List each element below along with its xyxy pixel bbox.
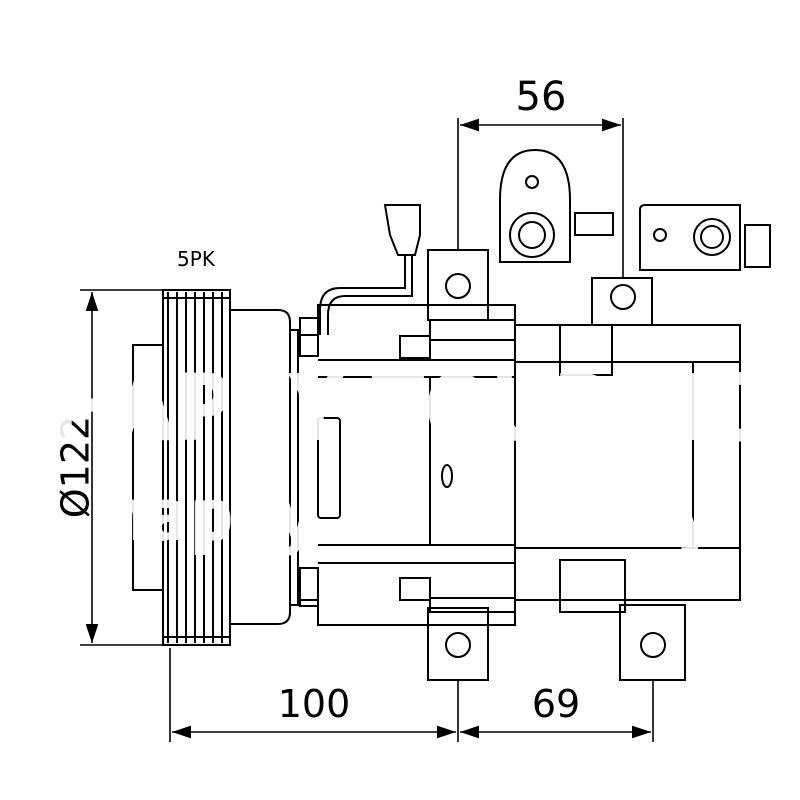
connector xyxy=(383,204,421,256)
clutch-coil xyxy=(229,309,291,625)
watermark-line1: HAPPY TOURING xyxy=(50,355,770,462)
mount-lug-bottom-rear xyxy=(619,604,686,681)
compressor-body xyxy=(132,148,771,681)
dimension-69-label: 69 xyxy=(532,682,580,726)
dimension-diameter-label: Ø122 xyxy=(54,416,98,518)
dimension-56-label: 56 xyxy=(516,74,567,120)
mount-lug-top-front xyxy=(427,249,489,321)
belt-type-label: 5PK xyxy=(177,247,216,271)
mount-lug-bottom-front xyxy=(427,607,489,681)
watermark-line2: happy on the way xyxy=(105,473,715,557)
discharge-port xyxy=(639,204,741,271)
suction-port xyxy=(499,148,571,263)
pulley xyxy=(162,289,231,646)
mount-lug-top-rear xyxy=(591,277,653,326)
dimension-100-label: 100 xyxy=(278,682,351,726)
dimension-lines xyxy=(80,118,654,742)
